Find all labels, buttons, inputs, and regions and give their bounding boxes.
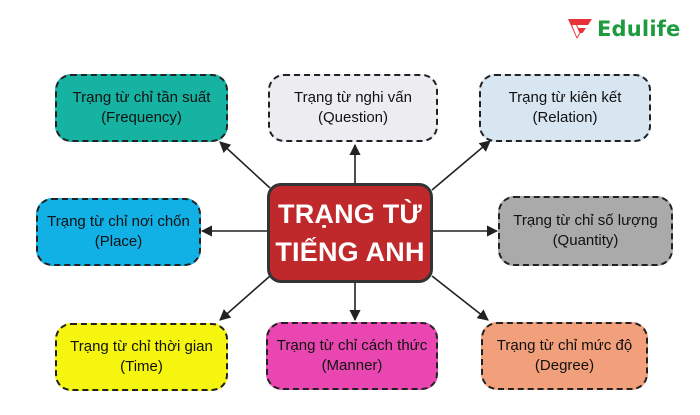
node-quantity: Trạng từ chỉ số lượng (Quantity) xyxy=(498,196,673,266)
edulife-logo: Edulife xyxy=(566,16,681,42)
node-frequency-subtitle: (Frequency) xyxy=(101,109,182,126)
node-degree: Trạng từ chỉ mức độ (Degree) xyxy=(481,322,648,390)
node-question-subtitle: (Question) xyxy=(317,109,389,126)
node-time-subtitle: (Time) xyxy=(120,358,163,375)
center-topic: TRẠNG TỪ TIẾNG ANH xyxy=(267,183,433,283)
arrow-to-degree xyxy=(431,275,489,321)
arrow-to-relation xyxy=(431,140,491,191)
node-frequency: Trạng từ chỉ tần suất (Frequency) xyxy=(55,74,228,142)
node-manner: Trạng từ chỉ cách thức (Manner) xyxy=(266,322,438,390)
node-degree-title: Trạng từ chỉ mức độ xyxy=(496,337,633,354)
logo-text: Edulife xyxy=(597,17,681,41)
node-place-subtitle: (Place) xyxy=(94,233,143,250)
node-relation: Trạng từ kiên kết (Relation) xyxy=(479,74,651,142)
node-question-title: Trạng từ nghi vấn xyxy=(294,89,412,106)
node-place-title: Trạng từ chỉ nơi chốn xyxy=(47,213,190,230)
node-relation-title: Trạng từ kiên kết xyxy=(508,89,622,106)
node-time: Trạng từ chỉ thời gian (Time) xyxy=(55,323,228,391)
center-title-line1: TRẠNG TỪ xyxy=(278,199,422,229)
node-time-title: Trạng từ chỉ thời gian xyxy=(70,338,213,355)
edulife-e-icon xyxy=(568,19,592,39)
node-manner-subtitle: (Manner) xyxy=(321,357,383,374)
node-frequency-title: Trạng từ chỉ tần suất xyxy=(72,89,211,106)
node-manner-title: Trạng từ chỉ cách thức xyxy=(276,337,428,354)
node-quantity-title: Trạng từ chỉ số lượng xyxy=(513,212,658,229)
arrow-to-frequency xyxy=(219,141,271,189)
node-place: Trạng từ chỉ nơi chốn (Place) xyxy=(36,198,201,266)
center-title-line2: TIẾNG ANH xyxy=(275,237,425,267)
node-quantity-subtitle: (Quantity) xyxy=(552,232,619,249)
node-relation-subtitle: (Relation) xyxy=(532,109,598,126)
node-question: Trạng từ nghi vấn (Question) xyxy=(268,74,438,142)
arrow-to-time xyxy=(219,275,271,321)
node-degree-subtitle: (Degree) xyxy=(534,357,595,374)
